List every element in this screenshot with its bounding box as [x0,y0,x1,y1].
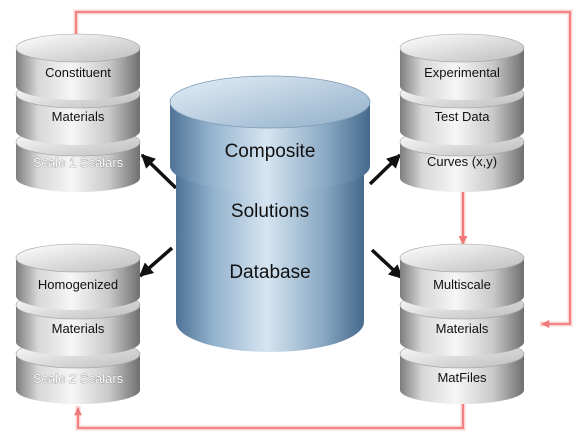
flow-line-bottom [75,402,466,431]
arrow-to-bottom-left [138,246,174,278]
stack-bottom-right-label-1: Multiscale [433,277,491,292]
stack-bottom-left-disk-1: Homogenized [15,243,141,310]
stack-top-right-label-2: Test Data [435,109,491,124]
stack-bottom-right: MatFiles Materials Multiscale [399,243,525,404]
arrow-to-top-left [140,153,178,190]
stack-bottom-left-label-2: Materials [52,321,105,336]
central-label-2: Solutions [231,201,309,222]
stack-bottom-right-disk-1: Multiscale [399,243,525,310]
central-disk-1: Composite [169,75,371,192]
stack-bottom-left: Scale 2 Scalars Materials Homogenized [15,243,141,404]
flow-line-bottom-core [73,402,464,429]
black-arrows [138,153,404,280]
stack-top-left: Scale 1 Scalars Materials Constituent [15,33,141,192]
stack-top-right-label-3: Curves (x,y) [427,154,497,169]
stack-bottom-left-label-1: Homogenized [38,277,118,292]
stack-top-left-label-2: Materials [52,109,105,124]
central-database: Database Solutions Composite [169,75,371,352]
stack-bottom-right-label-3: MatFiles [437,370,487,385]
stack-bottom-left-label-3: Scale 2 Scalars [33,371,124,386]
stack-top-right-disk-1: Experimental [399,33,525,100]
stack-top-right: Curves (x,y) Test Data Experimental [399,33,525,192]
arrow-to-bottom-right [370,248,404,280]
stack-top-left-label-1: Constituent [45,65,111,80]
flow-line-top-core [75,11,571,329]
stack-top-left-label-3: Scale 1 Scalars [33,155,124,170]
central-label-3: Database [229,262,310,283]
arrow-to-top-right [368,153,402,186]
stack-top-left-disk-1: Constituent [15,33,141,100]
stack-bottom-right-label-2: Materials [436,321,489,336]
stack-top-right-label-1: Experimental [424,65,500,80]
central-label-1: Composite [225,141,316,162]
flow-lines [73,9,573,431]
